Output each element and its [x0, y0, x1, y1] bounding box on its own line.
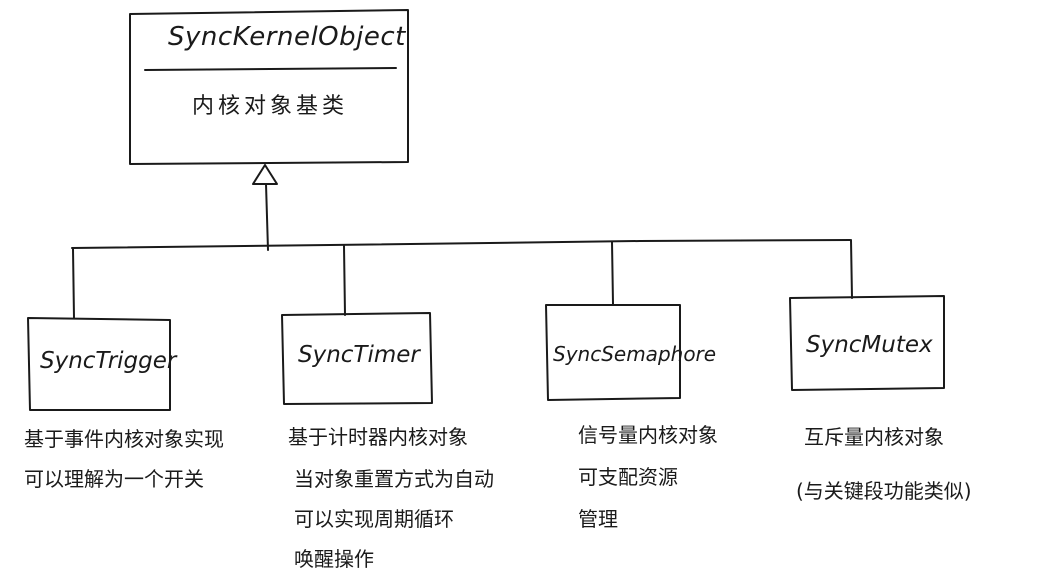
drop-synctimer	[343, 245, 346, 316]
synctrigger-box	[27, 317, 171, 411]
syncmutex-name: SyncMutex	[806, 332, 933, 358]
inheritance-arrow-icon	[252, 164, 278, 185]
synctrigger-note-1: 基于事件内核对象实现	[24, 427, 224, 451]
synctimer-box	[281, 312, 433, 405]
base-class-desc: 内核对象基类	[192, 94, 349, 119]
synctimer-note-4: 唤醒操作	[294, 547, 374, 571]
synctrigger-note-2: 可以理解为一个开关	[24, 467, 204, 491]
drop-syncsemaphore	[611, 241, 614, 305]
syncsemaphore-note-1: 信号量内核对象	[578, 423, 718, 447]
syncsemaphore-name: SyncSemaphore	[553, 342, 717, 366]
syncsemaphore-box	[545, 304, 681, 401]
drop-synctrigger	[72, 248, 75, 319]
drop-syncmutex	[850, 239, 853, 299]
synctimer-note-1: 基于计时器内核对象	[288, 425, 468, 449]
inheritance-bus	[71, 239, 851, 249]
syncmutex-note-1: 互斥量内核对象	[804, 425, 944, 449]
syncmutex-box	[789, 295, 945, 391]
base-class-name: SyncKernelObject	[168, 22, 406, 52]
inheritance-trunk	[265, 183, 269, 251]
syncsemaphore-note-3: 管理	[578, 507, 618, 531]
base-class-divider	[144, 67, 397, 71]
syncmutex-note-2: (与关键段功能类似)	[796, 479, 972, 503]
base-class-box	[129, 9, 409, 165]
synctrigger-name: SyncTrigger	[40, 348, 177, 374]
synctimer-note-3: 可以实现周期循环	[294, 507, 454, 531]
synctimer-note-2: 当对象重置方式为自动	[294, 467, 494, 491]
syncsemaphore-note-2: 可支配资源	[578, 465, 678, 489]
synctimer-name: SyncTimer	[298, 342, 420, 368]
